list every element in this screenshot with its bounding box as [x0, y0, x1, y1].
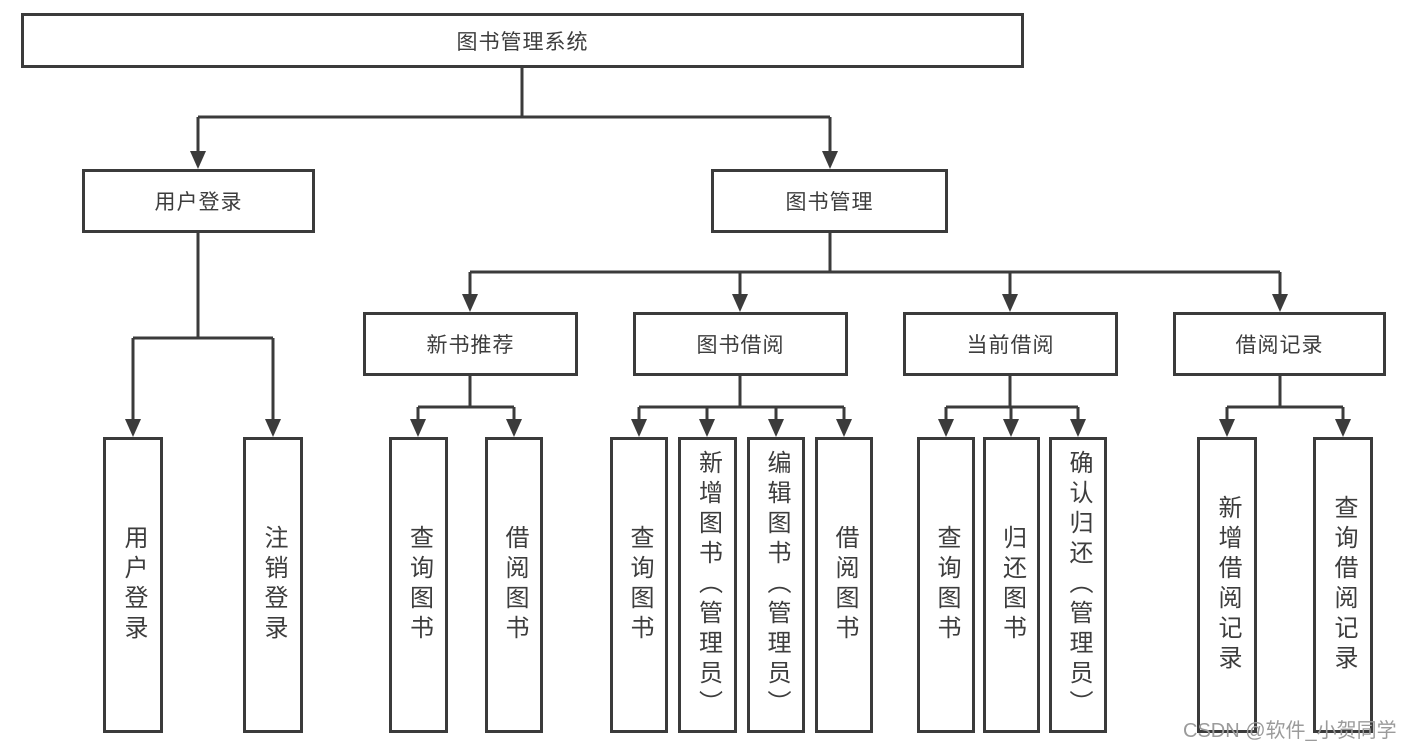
leaf-label: 借阅图书	[501, 525, 528, 645]
leaf-user-login: 用户登录	[103, 437, 163, 733]
node-new-book-recommend: 新书推荐	[363, 312, 578, 376]
node-user-login: 用户登录	[82, 169, 315, 233]
leaf-label: 查询图书	[933, 525, 960, 645]
csdn-watermark: CSDN @软件_小贺同学	[1183, 720, 1397, 742]
leaf-label: 查询图书	[405, 525, 433, 645]
leaf-query-books-borrow: 查询图书	[610, 437, 668, 733]
leaf-label: 查询图书	[626, 525, 653, 645]
leaf-label: 借阅图书	[831, 525, 858, 645]
leaf-borrow-books: 借阅图书	[815, 437, 873, 733]
leaf-add-books-admin: 新增图书（管理员）	[678, 437, 737, 733]
leaf-label: 编辑图书（管理员）	[763, 450, 790, 720]
leaf-label: 确认归还（管理员）	[1065, 450, 1092, 720]
leaf-query-borrow-record: 查询借阅记录	[1313, 437, 1373, 733]
node-borrow-records: 借阅记录	[1173, 312, 1386, 376]
node-book-borrow: 图书借阅	[633, 312, 848, 376]
leaf-label: 查询借阅记录	[1330, 495, 1357, 675]
arrowheads	[125, 151, 1351, 437]
leaf-label: 注销登录	[260, 525, 287, 645]
leaf-query-books-current: 查询图书	[917, 437, 975, 733]
leaf-label: 新增图书（管理员）	[694, 450, 722, 720]
leaf-label: 新增借阅记录	[1214, 495, 1241, 675]
leaf-edit-books-admin: 编辑图书（管理员）	[747, 437, 805, 733]
leaf-query-books-recommend: 查询图书	[389, 437, 448, 733]
leaf-add-borrow-record: 新增借阅记录	[1197, 437, 1257, 733]
leaf-label: 归还图书	[998, 525, 1026, 645]
leaf-return-books: 归还图书	[983, 437, 1040, 733]
node-current-borrow: 当前借阅	[903, 312, 1118, 376]
leaf-label: 用户登录	[120, 525, 147, 645]
node-library-management-system: 图书管理系统	[21, 13, 1024, 68]
leaf-logout: 注销登录	[243, 437, 303, 733]
leaf-confirm-return-admin: 确认归还（管理员）	[1049, 437, 1107, 733]
leaf-borrow-books-recommend: 借阅图书	[485, 437, 543, 733]
node-book-management: 图书管理	[711, 169, 948, 233]
